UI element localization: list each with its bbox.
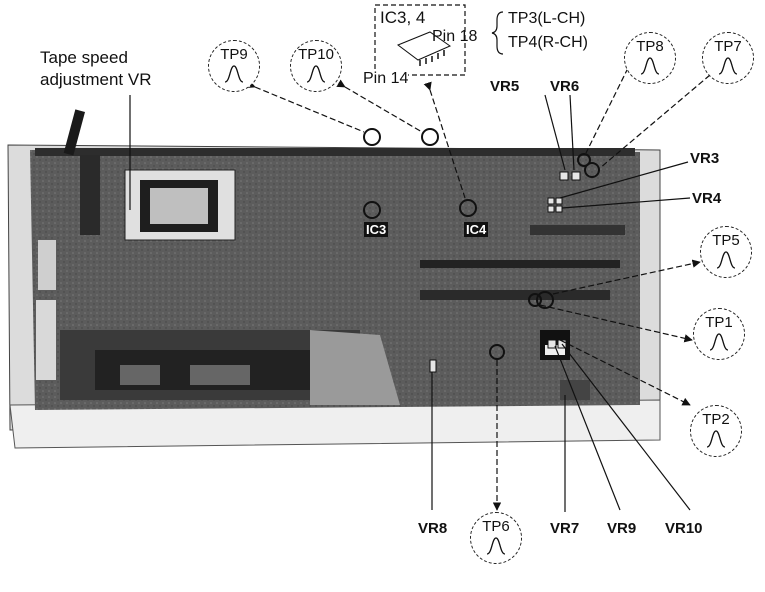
tp7-mark	[584, 162, 600, 178]
vr6-leader	[569, 94, 575, 171]
tp10-callout: TP10	[290, 40, 342, 92]
tp5-mark	[536, 291, 554, 309]
tp6-label: TP6	[482, 518, 510, 535]
vr6-label: VR6	[550, 78, 580, 95]
pulse-waveform-icon	[709, 333, 729, 351]
tp1-callout: TP1	[693, 308, 745, 360]
tp5-leader	[552, 259, 701, 295]
pulse-waveform-icon	[224, 65, 244, 83]
pulse-waveform-icon	[486, 537, 506, 555]
tp5-label: TP5	[712, 232, 740, 249]
left-bracket	[36, 109, 100, 380]
tp7-callout: TP7	[702, 32, 754, 84]
tp4-label: TP4(R-CH)	[508, 34, 588, 51]
tp8-label: TP8	[636, 38, 664, 55]
pin14-label: Pin 14	[363, 70, 409, 88]
tp8-callout: TP8	[624, 32, 676, 84]
tp8-mark	[577, 153, 591, 167]
vr4-leader	[561, 197, 691, 209]
transformer	[124, 169, 236, 241]
tp7-leader	[599, 66, 719, 169]
vr3-leader	[559, 161, 689, 199]
vr10-leader	[561, 343, 691, 511]
pulse-waveform-icon	[718, 57, 738, 75]
tp7-label: TP7	[714, 38, 742, 55]
tp2-callout: TP2	[690, 405, 742, 457]
vr9-label: VR9	[607, 520, 637, 537]
tp9-leader	[246, 80, 365, 133]
tp9-mark	[363, 128, 381, 146]
pulse-waveform-icon	[706, 430, 726, 448]
vr5-label: VR5	[490, 78, 520, 95]
tp6-callout: TP6	[470, 512, 522, 564]
tp2-label: TP2	[702, 411, 730, 428]
ic3-mark	[363, 201, 381, 219]
pulse-waveform-icon	[306, 65, 326, 83]
ic4-chip-label: IC4	[464, 222, 489, 237]
tape-mechanism	[60, 330, 400, 405]
adjustment-vr-label: adjustment VR	[40, 70, 152, 89]
brace	[491, 11, 504, 55]
ic3-chip-label: IC3	[364, 222, 389, 237]
board-test-point-marks	[363, 128, 600, 360]
tp10-mark	[421, 128, 439, 146]
tp1-leader	[539, 304, 693, 343]
tp10-label: TP10	[298, 46, 334, 63]
tp2-leader	[559, 339, 691, 406]
vr5-leader	[544, 94, 566, 171]
ic-chip-inset	[374, 4, 466, 76]
vr7-label: VR7	[550, 520, 580, 537]
vr10-label: VR10	[665, 520, 703, 537]
pulse-waveform-icon	[716, 251, 736, 269]
tp1-mark	[528, 293, 542, 307]
tp1-label: TP1	[705, 314, 733, 331]
tp9-label: TP9	[220, 46, 248, 63]
tp5-callout: TP5	[700, 226, 752, 278]
tape-speed-label: Tape speed	[40, 48, 128, 67]
tp9-callout: TP9	[208, 40, 260, 92]
vr4-label: VR4	[692, 190, 722, 207]
vr3-label: VR3	[690, 150, 720, 167]
tp10-leader	[336, 79, 423, 133]
ic4-mark	[459, 199, 477, 217]
vr8-label: VR8	[418, 520, 448, 537]
tp8-leader	[585, 59, 636, 154]
tp3-label: TP3(L-CH)	[508, 10, 586, 27]
vr9-leader	[554, 345, 621, 511]
pulse-waveform-icon	[640, 57, 660, 75]
ic-leader	[423, 81, 466, 199]
ic-pins-label: IC3, 4	[380, 8, 426, 27]
leader-lines	[129, 59, 719, 512]
pin18-label: Pin 18	[432, 28, 478, 45]
tp6-mark	[489, 344, 505, 360]
